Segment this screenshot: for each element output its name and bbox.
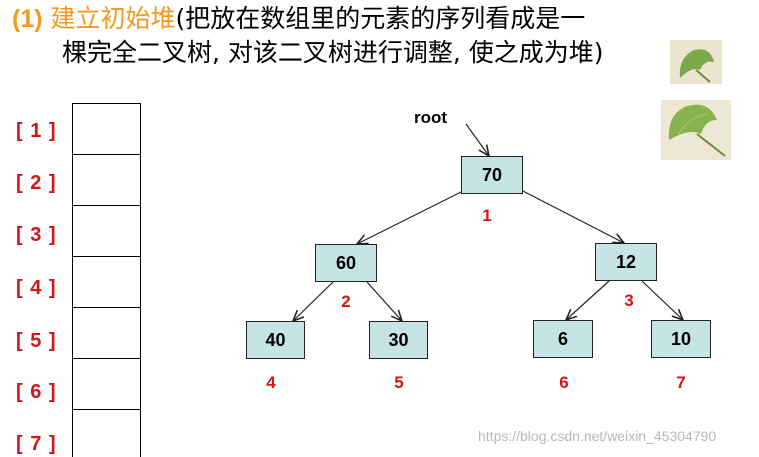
heading-title: 建立初始堆 [50, 4, 176, 33]
array-cell-2 [72, 154, 141, 206]
node-index-3: 3 [624, 291, 634, 310]
array-index-4: [ 4 ] [16, 277, 57, 299]
array-index-2: [ 2 ] [16, 172, 57, 194]
node-index-4: 4 [266, 373, 276, 392]
heading-line1: (把放在数组里的元素的序列看成是一 [175, 4, 586, 33]
node-index-7: 7 [676, 373, 686, 392]
array-cell-5 [72, 307, 141, 359]
array-index-3: [ 3 ] [16, 224, 57, 246]
edge-60-30 [366, 281, 402, 321]
node-index-1: 1 [482, 206, 492, 225]
edge-70-60 [357, 189, 466, 244]
edge-12-10 [641, 280, 683, 320]
array-index-1: [ 1 ] [16, 120, 57, 142]
array-cell-1 [72, 103, 141, 155]
ginkgo-leaf-icon [670, 40, 722, 84]
array-index-6: [ 6 ] [16, 381, 57, 403]
tree-node-7: 10 [651, 320, 711, 358]
array-cell-7 [72, 409, 141, 457]
edge-60-40 [293, 281, 334, 321]
heading-line2: 棵完全二叉树, 对该二叉树进行调整, 使之成为堆) [62, 38, 604, 67]
tree-node-5: 30 [369, 321, 428, 359]
node-index-5: 5 [394, 373, 404, 392]
tree-node-3: 12 [595, 243, 657, 281]
node-index-6: 6 [559, 373, 569, 392]
array-cell-3 [72, 205, 141, 257]
tree-node-2: 60 [315, 244, 377, 282]
ginkgo-leaf-icon [661, 100, 731, 160]
edge-12-6 [566, 280, 610, 320]
node-index-2: 2 [341, 292, 351, 311]
edge-70-12 [520, 189, 624, 243]
array-index-7: [ 7 ] [16, 433, 57, 455]
heading: (1) 建立初始堆(把放在数组里的元素的序列看成是一 棵完全二叉树, 对该二叉树… [12, 2, 732, 70]
array-index-5: [ 5 ] [16, 330, 57, 352]
tree-node-1: 70 [461, 156, 523, 194]
tree-node-4: 40 [246, 321, 305, 359]
tree-node-6: 6 [533, 320, 593, 358]
root-label: root [414, 108, 448, 127]
heading-number: (1) [12, 5, 43, 33]
root-arrow [465, 123, 489, 156]
array-cell-4 [72, 256, 141, 308]
watermark: https://blog.csdn.net/weixin_45304790 [478, 428, 717, 444]
